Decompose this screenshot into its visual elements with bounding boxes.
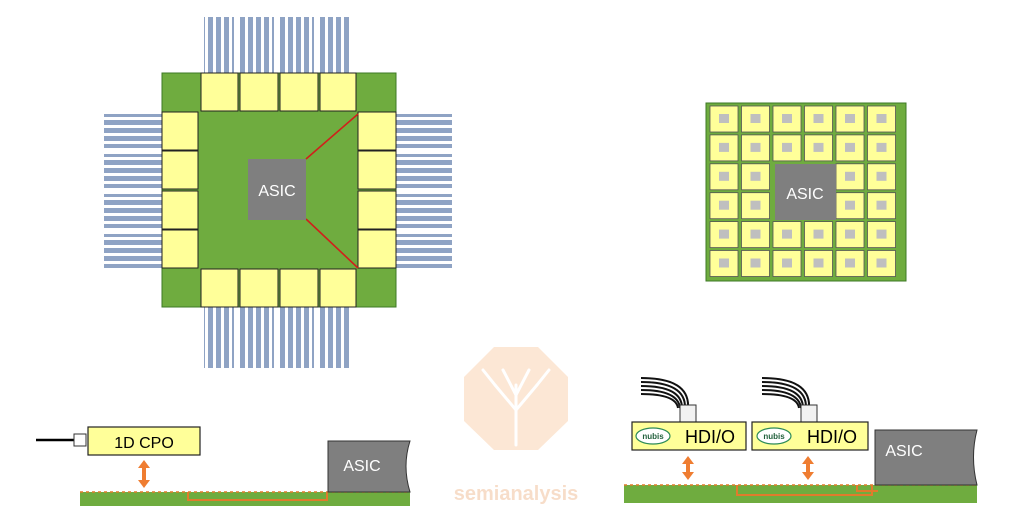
area-module-pad xyxy=(719,258,729,268)
hdio-module-1-label: HDI/O xyxy=(685,427,735,447)
asic-1d-label: ASIC xyxy=(343,458,380,475)
area-module-pad xyxy=(750,171,761,181)
area-module-pad xyxy=(876,171,887,181)
area-module-pad xyxy=(845,229,855,239)
area-module-pad xyxy=(876,258,887,268)
area-module-pad xyxy=(782,258,792,268)
area-module-pad xyxy=(782,142,792,152)
hdio-connector-1 xyxy=(679,404,697,423)
fiber-connector xyxy=(73,433,87,447)
fiber-bundle-right xyxy=(396,114,452,268)
fiber-bundle-bottom xyxy=(204,305,350,368)
area-module-pad xyxy=(845,258,855,268)
area-module-pad xyxy=(845,114,855,123)
asic-1d xyxy=(327,440,411,493)
area-module-pad xyxy=(750,114,761,123)
area-module-pad xyxy=(813,229,824,239)
area-module-cell xyxy=(804,250,833,277)
area-module-pad xyxy=(719,142,729,152)
area-module-pad xyxy=(782,229,792,239)
area-module-pad xyxy=(719,229,729,239)
area-module-pad xyxy=(750,258,761,268)
area-module-grid xyxy=(709,105,896,277)
semianalysis-watermark: semianalysis xyxy=(454,347,579,505)
right-package: ASIC xyxy=(705,102,907,282)
cpo-1d-assembly: 1D CPO ASIC xyxy=(36,426,411,506)
svg-text:nubis: nubis xyxy=(763,432,785,441)
area-module-pad xyxy=(813,142,824,152)
trace-1d xyxy=(187,492,328,501)
left-asic-label: ASIC xyxy=(258,183,295,200)
area-module-pad xyxy=(782,114,792,123)
hdio-module-2-label: HDI/O xyxy=(807,427,857,447)
semianalysis-tree-logo xyxy=(464,347,568,450)
area-module-pad xyxy=(719,114,729,123)
right-asic xyxy=(775,164,836,220)
left-package: ASIC xyxy=(104,17,452,368)
asic-to-module-traces xyxy=(305,113,359,269)
area-module-pad xyxy=(876,229,887,239)
double-arrow-icon xyxy=(682,456,694,480)
fiber-bundle-top xyxy=(204,17,350,74)
area-module-cell xyxy=(804,221,833,249)
svg-text:nubis: nubis xyxy=(642,432,664,441)
area-module-pad xyxy=(845,142,855,152)
fiber-bundle-left xyxy=(104,114,162,268)
left-top-modules xyxy=(200,72,357,112)
watermark-text: semianalysis xyxy=(454,483,579,505)
area-module-pad xyxy=(813,258,824,268)
double-arrow-icon xyxy=(802,456,814,480)
cpo-1d-module xyxy=(87,426,201,456)
left-side-modules xyxy=(161,111,199,269)
area-module-pad xyxy=(876,142,887,152)
right-asic-label: ASIC xyxy=(786,186,823,203)
right-side-modules xyxy=(357,111,397,269)
area-module-pad xyxy=(750,229,761,239)
left-asic xyxy=(248,159,306,220)
hdio-connector-2 xyxy=(800,404,818,423)
area-module-pad xyxy=(719,171,729,181)
trace-hdio-2 xyxy=(856,485,878,492)
asic-hdio xyxy=(874,429,978,486)
area-module-pad xyxy=(750,200,761,210)
nubis-logo-icon: nubis xyxy=(635,427,671,445)
left-bottom-modules xyxy=(200,268,357,308)
cpo-1d-module-label: 1D CPO xyxy=(114,435,174,452)
asic-hdio-label: ASIC xyxy=(885,443,922,460)
double-arrow-icon xyxy=(138,460,150,488)
nubis-logo-icon: nubis xyxy=(756,427,792,445)
fiber-cable-icon xyxy=(761,377,811,409)
area-module-pad xyxy=(750,142,761,152)
area-module-pad xyxy=(719,200,729,210)
fiber-cable-icon xyxy=(640,377,690,409)
area-module-pad xyxy=(876,200,887,210)
area-module-pad xyxy=(845,171,855,181)
area-module-pad xyxy=(813,114,824,123)
area-module-pad xyxy=(845,200,855,210)
area-module-pad xyxy=(876,114,887,123)
hdio-assembly: nubis HDI/O nubis HDI/O ASIC xyxy=(624,377,978,503)
